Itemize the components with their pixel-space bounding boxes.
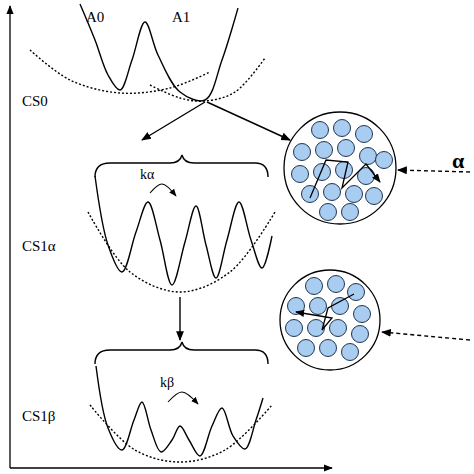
rugged-landscape-curve <box>96 366 263 456</box>
hop-arrow <box>168 392 198 404</box>
rate-label: kα <box>140 168 154 182</box>
particle <box>352 326 369 343</box>
bracket <box>95 342 268 364</box>
x-axis <box>10 467 332 468</box>
y-axis <box>9 6 10 468</box>
envelope-dotted <box>150 58 265 101</box>
particle <box>314 164 331 181</box>
state-label: A1 <box>172 10 190 25</box>
particle <box>342 204 359 221</box>
envelope-dotted <box>88 212 275 292</box>
rugged-landscape-curve <box>95 176 272 285</box>
sample-circle <box>280 270 380 370</box>
particle <box>294 144 311 161</box>
particle <box>356 126 373 143</box>
particle <box>328 276 345 293</box>
particle <box>320 340 337 357</box>
particle <box>354 306 371 323</box>
state-label: CS0 <box>22 94 48 109</box>
particle <box>312 122 329 139</box>
particle <box>342 344 359 361</box>
particle <box>310 298 327 315</box>
particle <box>330 320 347 337</box>
particle <box>360 148 377 165</box>
particle <box>334 120 351 137</box>
bracket <box>95 155 268 177</box>
state-label: CS1β <box>22 409 55 424</box>
particle <box>346 186 363 203</box>
particle <box>316 142 333 159</box>
particle <box>320 204 337 221</box>
particle <box>324 184 341 201</box>
particle <box>348 284 365 301</box>
particle <box>286 320 303 337</box>
envelope-dotted <box>30 50 210 93</box>
callout-symbol: α <box>452 150 464 172</box>
envelope-dotted <box>90 405 272 462</box>
sample-circle <box>284 112 396 224</box>
particle <box>332 298 349 315</box>
particle <box>288 298 305 315</box>
particle <box>366 188 383 205</box>
particle <box>338 140 355 157</box>
particle <box>302 186 319 203</box>
particle <box>376 152 393 169</box>
transition-arrow <box>179 297 180 340</box>
rate-label: kβ <box>160 376 174 390</box>
state-label: CS1α <box>22 239 56 254</box>
double-well-curve <box>80 4 238 101</box>
hop-arrow <box>150 184 176 196</box>
state-label: A0 <box>86 10 104 25</box>
particle <box>336 162 353 179</box>
callout-leader <box>382 332 470 340</box>
transition-arrow <box>142 102 205 140</box>
pointer-arrow <box>207 102 290 140</box>
particle <box>292 166 309 183</box>
particle <box>306 278 323 295</box>
particle <box>298 340 315 357</box>
diffusion-path <box>296 294 354 330</box>
diffusion-path <box>310 160 380 198</box>
